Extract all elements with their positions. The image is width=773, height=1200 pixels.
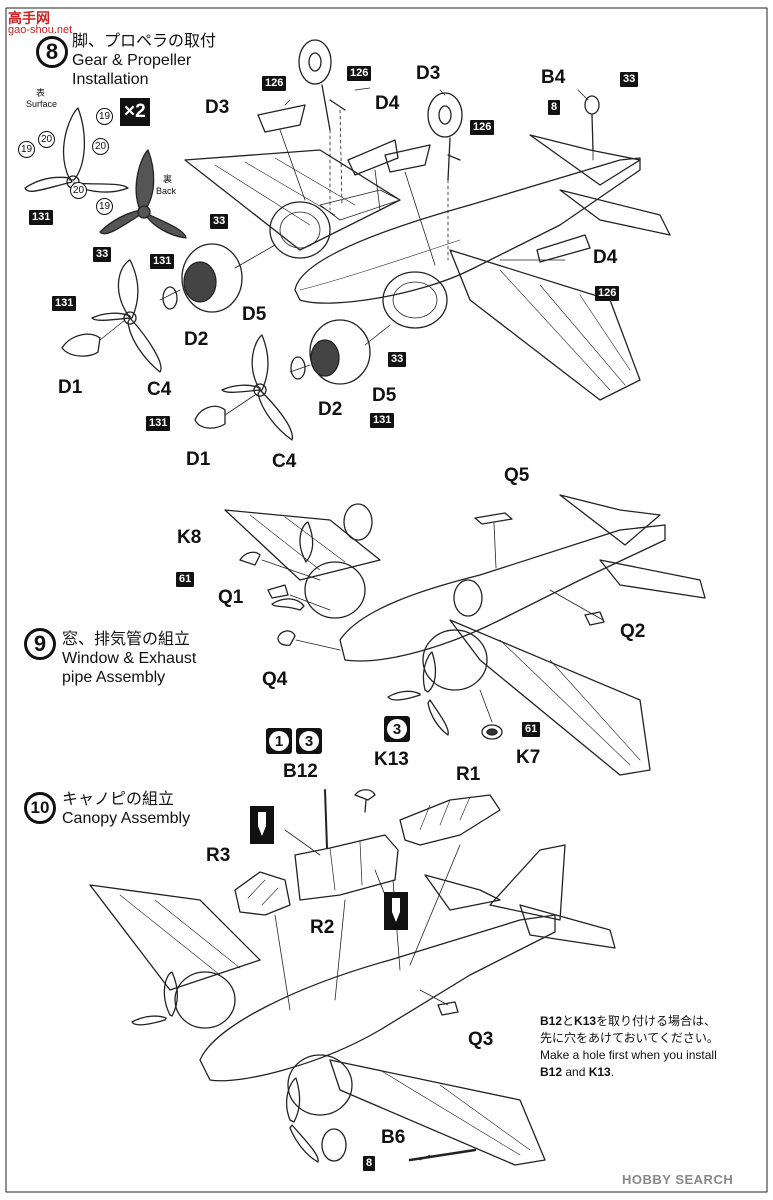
prop-inset [24,107,187,239]
part-d5-right: D5 [372,385,397,406]
tag-126-c: 126 [470,120,495,135]
part-d3-right: D3 [416,63,441,84]
note-part-k13: K13 [574,1014,597,1028]
tag-131-a: 131 [150,254,175,269]
drill-note: B12とK13を取り付ける場合は、 先に穴をあけておいてください。 Make a… [540,1013,765,1081]
part-r1: R1 [456,764,481,785]
tag-131-c: 131 [370,413,395,428]
part-d4-top: D4 [375,93,400,114]
part-d4-right: D4 [593,247,618,268]
step-10-title-jp: キャノピの組立 [62,791,175,808]
tag-131-b: 131 [52,296,77,311]
option-3-badge: 3 [296,728,322,754]
option-3-number: 3 [299,731,319,751]
color-20-tag: 20 [70,182,87,199]
part-q5: Q5 [504,465,530,486]
tag-126-b: 126 [347,66,372,81]
tag-8-b6: 8 [363,1156,376,1171]
step-8-title-jp: 脚、プロペラの取付 [72,33,217,50]
part-q2: Q2 [620,621,646,642]
note-en-end: . [610,1065,615,1079]
option-3-number-k13: 3 [387,719,407,739]
part-b6: B6 [381,1127,406,1148]
step-9-title-en1: Window & Exhaust [62,650,197,667]
step-10-number: 10 [24,792,56,824]
part-q1: Q1 [218,587,244,608]
drill-icons [250,806,408,930]
step-10-title: キャノピの組立 Canopy Assembly [62,790,190,828]
part-d1-right: D1 [186,449,211,470]
step-8-title: 脚、プロペラの取付 Gear & Propeller Installation [72,32,216,89]
note-en-line1: Make a hole first when you install [540,1048,717,1062]
note-en-part-b12: B12 [540,1065,563,1079]
part-d3-left: D3 [205,97,230,118]
watermark-url: gao-shou.net [8,24,73,36]
note-en-and: and [562,1065,589,1079]
tag-33-c: 33 [388,352,407,367]
step9-aircraft [224,494,706,776]
part-r2: R2 [310,917,335,938]
note-jp-and: と [562,1014,575,1028]
tag-33-cowl: 33 [210,214,229,229]
part-k7: K7 [516,747,541,768]
watermark-site: 高手网 [8,10,50,26]
back-label-jp: 裏 [163,174,173,184]
step-8-number: 8 [36,36,68,68]
back-label-en: Back [156,186,177,196]
part-c4-right: C4 [272,451,297,472]
note-part-b12: B12 [540,1014,563,1028]
tag-61-a: 61 [176,572,195,587]
color-33-tag: 33 [93,247,112,262]
part-d5-left: D5 [242,304,267,325]
step-10-title-en1: Canopy Assembly [62,810,191,827]
tag-131-d: 131 [146,416,171,431]
tag-126-a: 126 [262,76,287,91]
step-8-title-en2: Installation [72,71,149,88]
step-9-number: 9 [24,628,56,660]
part-d2-left: D2 [184,329,209,350]
note-en-part-k13: K13 [588,1065,611,1079]
step8-aircraft [61,39,671,441]
tag-126-d: 126 [595,286,620,301]
part-q3: Q3 [468,1029,494,1050]
option-3-badge-k13: 3 [384,716,410,742]
part-c4-left: C4 [147,379,172,400]
color-20-tag: 20 [92,138,109,155]
part-b12: B12 [283,761,318,782]
part-d2-right: D2 [318,399,343,420]
step-9-title-en2: pipe Assembly [62,669,166,686]
surface-label-en: Surface [26,99,58,109]
step-9-title: 窓、排気管の組立 Window & Exhaust pipe Assembly [62,630,196,687]
tag-61-b: 61 [522,722,541,737]
part-r3: R3 [206,845,231,866]
option-1-badge: 1 [266,728,292,754]
part-k13: K13 [374,749,409,770]
tag-33-b4: 33 [620,72,639,87]
color-19-tag: 19 [18,141,35,158]
part-d1-left: D1 [58,377,83,398]
color-19-tag: 19 [96,108,113,125]
option-1-number: 1 [269,731,289,751]
note-en-line2: B12 and K13. [540,1064,765,1081]
step10-aircraft [89,789,616,1166]
step-8-title-en1: Gear & Propeller [72,52,192,69]
surface-label-jp: 表 [36,88,46,98]
note-jp-line1: B12とK13を取り付ける場合は、 [540,1013,765,1030]
tag-8-b4: 8 [548,100,561,115]
hobby-search-watermark: HOBBY SEARCH [622,1172,734,1187]
color-19-tag: 19 [96,198,113,215]
part-k8: K8 [177,527,202,548]
color-131-tag: 131 [29,210,54,225]
color-20-tag: 20 [38,131,55,148]
note-jp-line2: 先に穴をあけておいてください。 [540,1031,719,1045]
note-jp-text1: を取り付ける場合は、 [596,1014,717,1028]
step-9-title-jp: 窓、排気管の組立 [62,631,191,648]
part-b4: B4 [541,67,566,88]
part-q4: Q4 [262,669,288,690]
multiplier-badge: ×2 [120,98,150,126]
